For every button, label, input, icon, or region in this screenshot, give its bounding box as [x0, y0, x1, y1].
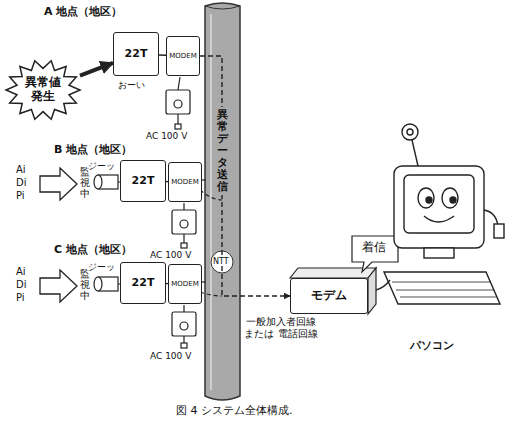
power-unit — [172, 312, 196, 336]
label-text: Di — [16, 177, 26, 189]
label-text: C 地点（地区） — [54, 244, 132, 257]
node-text: 22T — [125, 48, 148, 61]
incoming-bubble — [352, 236, 398, 272]
power-cord — [183, 234, 184, 243]
starburst-shape — [6, 61, 80, 119]
label-text: Pi — [16, 190, 25, 202]
node-text: MODEM — [171, 280, 198, 288]
node-text: モデム — [311, 289, 347, 303]
label-text: おーい — [118, 80, 145, 90]
power-cord — [177, 114, 178, 124]
plug — [175, 124, 181, 129]
power-units — [166, 77, 196, 348]
node-text: 異常値 発生 — [23, 76, 63, 104]
device-box: 22T — [113, 32, 159, 76]
smile — [424, 216, 454, 222]
plug — [181, 343, 187, 348]
label-text: ジーッ — [88, 161, 115, 171]
pipe-highlight — [210, 14, 212, 390]
pupil — [450, 197, 456, 203]
label-text: A 地点（地区） — [44, 6, 122, 19]
sensor-lens — [94, 175, 102, 189]
eye — [418, 188, 434, 208]
power-cord — [183, 305, 184, 312]
ok-hand — [402, 124, 418, 140]
label-text: B 地点（地区） — [54, 144, 132, 157]
node-text: MODEM — [171, 178, 198, 186]
label-text: ジーッ — [88, 262, 115, 272]
monitor-body — [394, 166, 484, 248]
device-box: MODEM — [168, 162, 202, 202]
ok-ring — [407, 129, 413, 135]
label-text: Ai — [16, 164, 26, 176]
power-lamp — [174, 100, 182, 108]
input-arrow — [40, 168, 77, 200]
connector — [159, 54, 166, 56]
modem-cable — [376, 280, 390, 290]
modem-top — [290, 268, 376, 314]
power-lamp — [180, 220, 188, 228]
monitor-screen — [404, 175, 474, 233]
pipe-rim — [205, 6, 240, 9]
label-text: パソコン — [410, 340, 454, 353]
device-box: 22T — [120, 160, 166, 202]
device-box: 22T — [120, 262, 166, 304]
label-text: AC 100 V — [150, 351, 191, 361]
ntt-mark: NTT — [213, 257, 229, 266]
sensor-lens — [94, 277, 102, 291]
speech-bubble — [352, 236, 398, 272]
label-text: 着信 — [362, 241, 386, 255]
node-text: 22T — [132, 175, 155, 188]
site-b-c-arrows — [40, 168, 77, 302]
keyboard-keys — [392, 282, 497, 297]
personal-computer — [376, 124, 504, 304]
device-box: MODEM — [166, 36, 200, 76]
input-arrow — [40, 270, 77, 302]
label-text: Pi — [16, 292, 25, 304]
pupil — [426, 197, 432, 203]
figure-caption: 図 4 システム全体構成. — [176, 405, 293, 418]
modem-side-face — [368, 268, 376, 314]
label-text: AC 100 V — [146, 131, 187, 141]
sensors — [94, 175, 120, 291]
device-box: MODEM — [168, 264, 202, 304]
power-lamp — [180, 322, 188, 330]
power-unit — [166, 90, 190, 114]
node-text: MODEM — [169, 52, 196, 60]
arm — [412, 140, 418, 166]
label-text: Di — [16, 279, 26, 291]
data-route — [200, 56, 290, 296]
line-wires — [200, 180, 222, 296]
monitor-stand — [424, 248, 454, 258]
status-text: 監視中 — [80, 268, 90, 301]
label-text: Ai — [16, 266, 26, 278]
node-text: 22T — [132, 277, 155, 290]
eye — [442, 188, 458, 208]
power-unit — [172, 210, 196, 234]
modem-box: モデム — [290, 278, 368, 314]
plug — [181, 243, 187, 248]
wall-outlet — [494, 224, 504, 238]
data-path — [200, 292, 222, 296]
keyboard — [384, 272, 500, 304]
event-arrow — [80, 63, 113, 76]
power-cord — [183, 336, 184, 343]
label-text: AC 100 V — [150, 250, 191, 260]
power-cord — [183, 203, 184, 210]
starburst-node: 異常値 発生 — [6, 60, 80, 120]
edge-label: 異常データ送信 — [216, 107, 229, 196]
label-text: 一般加入者回線 または 電話回線 — [244, 316, 318, 339]
power-cord — [178, 77, 180, 90]
